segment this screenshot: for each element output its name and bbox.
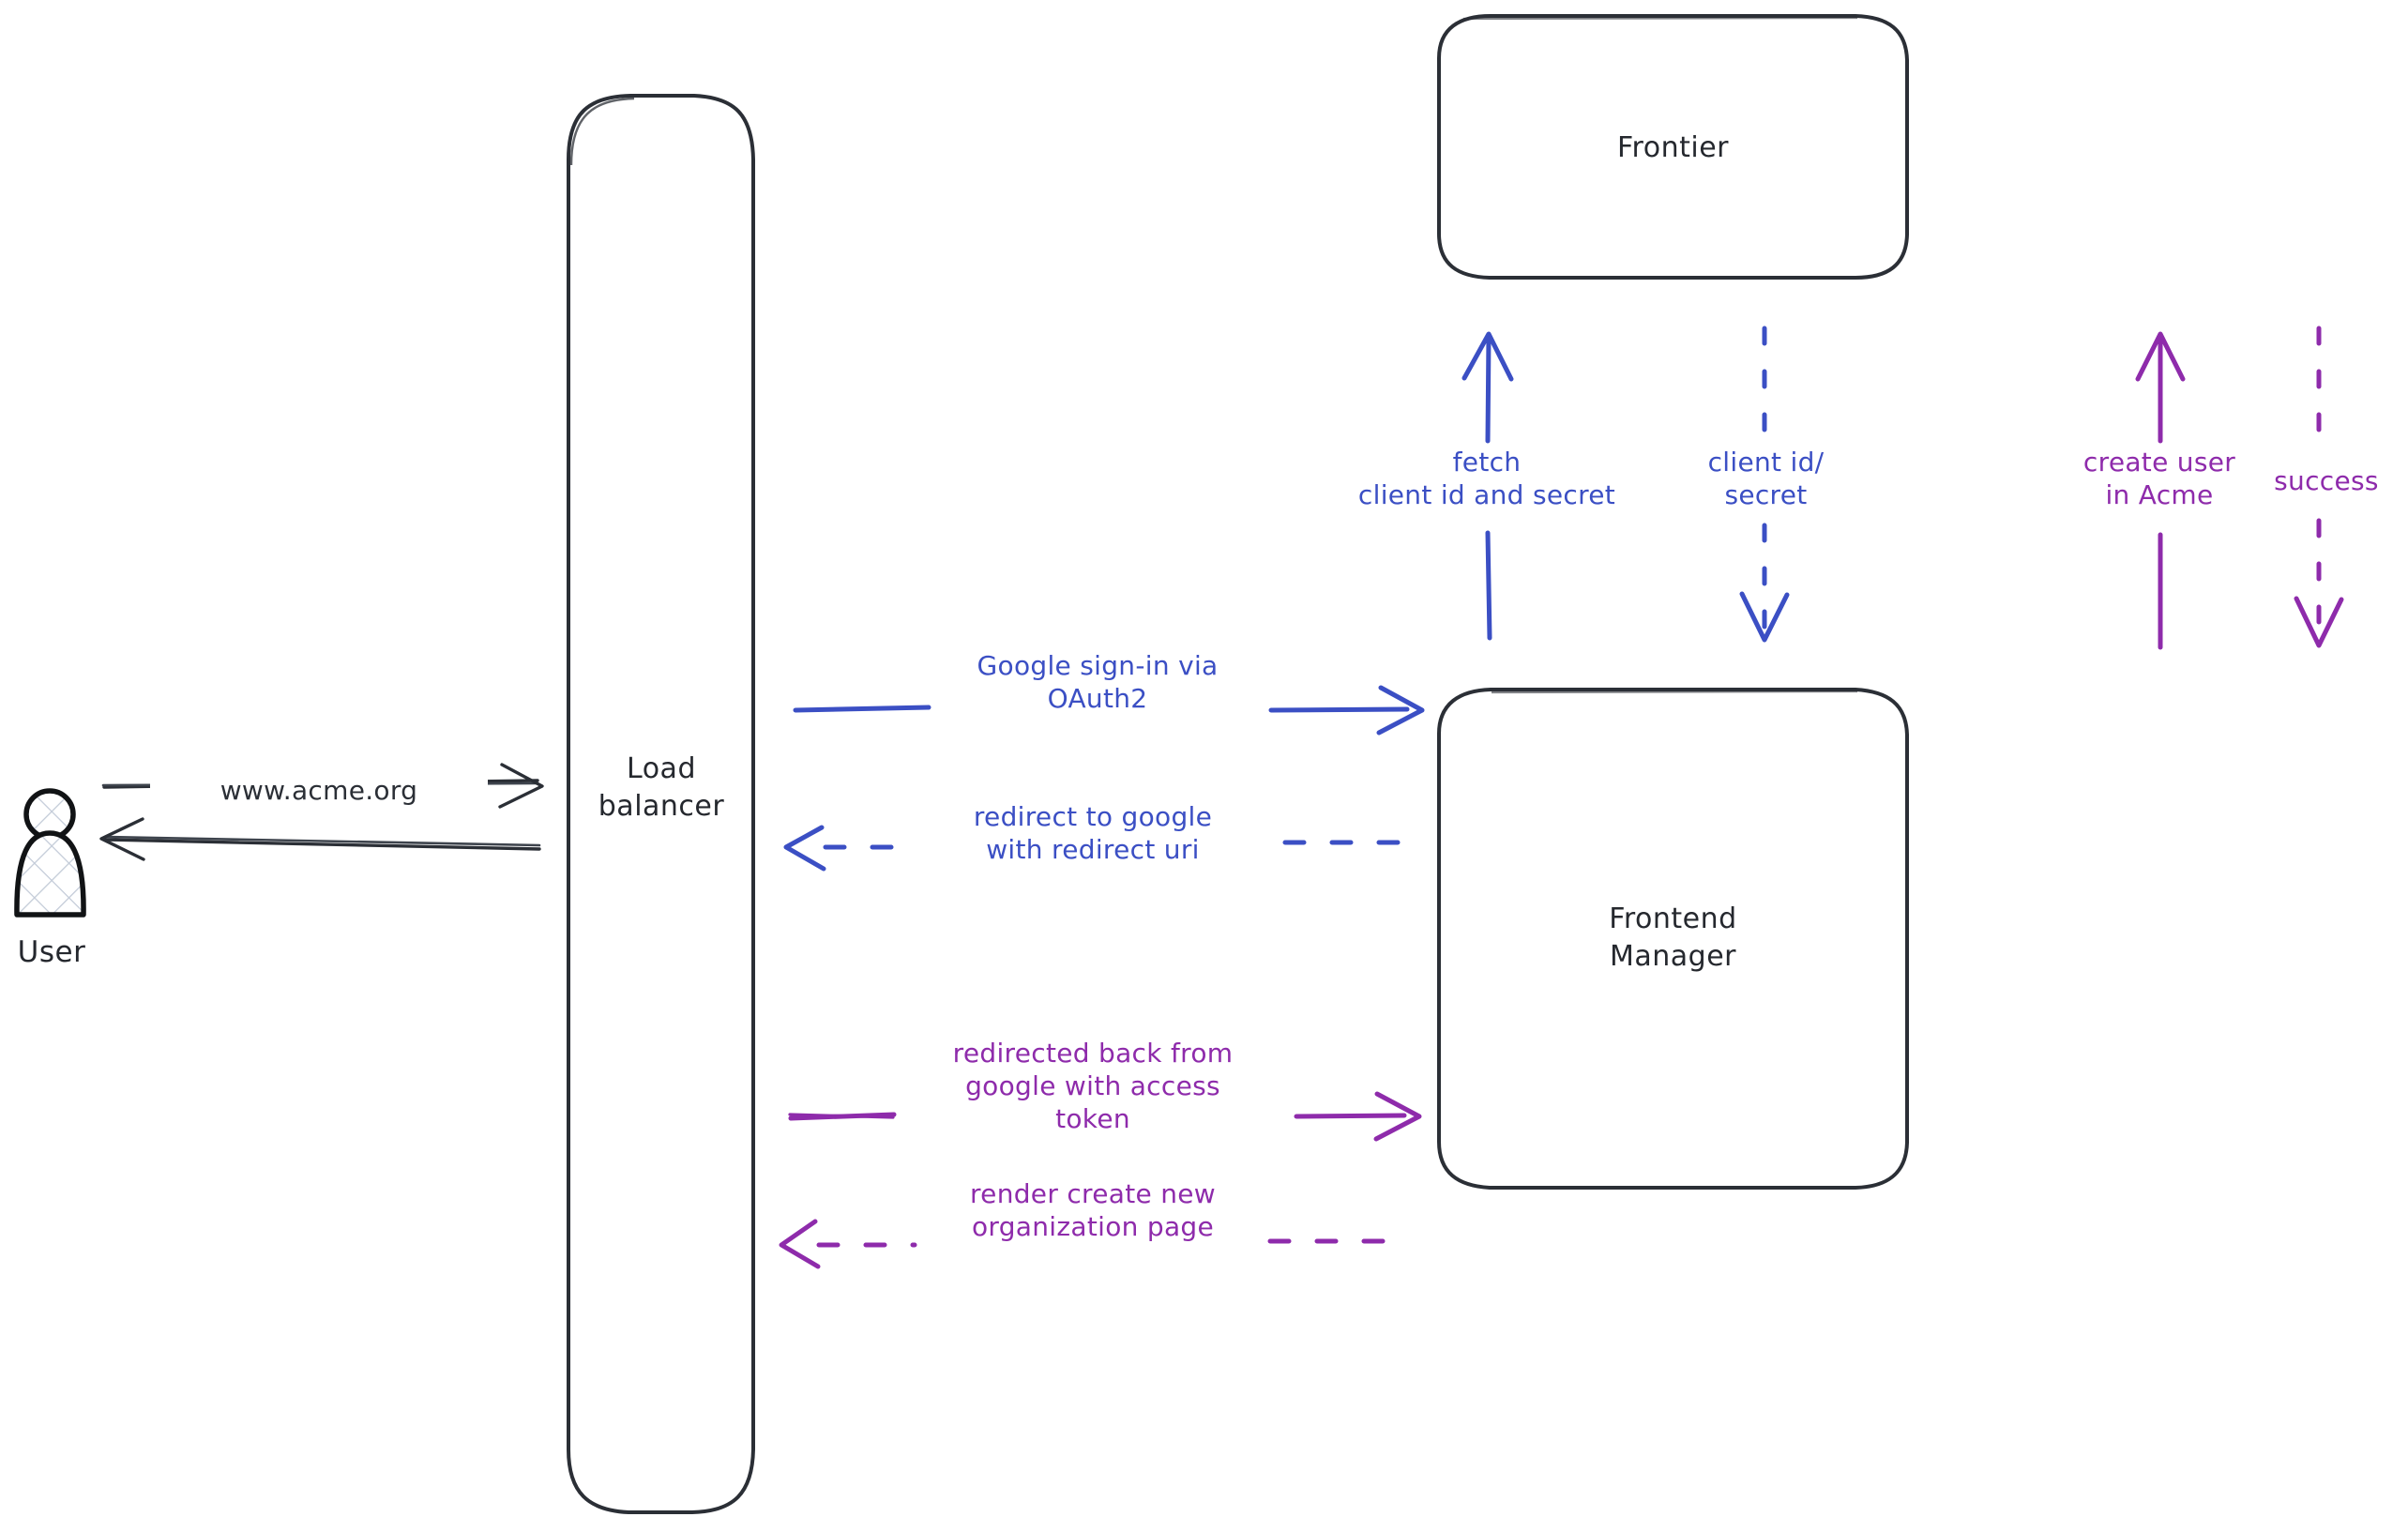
edge-label-fm-to-lb-render: render create new organization page	[969, 1178, 1217, 1242]
node-frontier-shape	[1437, 14, 1909, 280]
edge-label-frontier-to-fm-success: success	[2274, 465, 2379, 496]
edge-label-fm-to-frontier-fetch: fetch client id and secret	[1357, 447, 1616, 510]
edge-lb-to-user	[99, 817, 541, 861]
node-frontend-manager-shape	[1437, 688, 1909, 1190]
edge-label-lb-to-fm-signin: Google sign-in via OAuth2	[977, 650, 1219, 714]
edge-fm-to-frontier-create	[2135, 331, 2186, 650]
person-icon	[14, 788, 86, 918]
edge-fm-to-lb-redirect	[783, 825, 1417, 872]
edge-fm-to-lb-render	[779, 1219, 1408, 1269]
node-load-balancer-shape	[567, 94, 755, 1514]
edge-label-lb-to-fm-token: redirected back from google with access …	[952, 1038, 1234, 1134]
edge-label-fm-to-lb-redirect: redirect to google with redirect uri	[973, 801, 1213, 865]
edge-label-fm-to-frontier-create: create user in Acme	[2082, 447, 2236, 510]
edge-label-frontier-to-fm-creds: client id/ secret	[1707, 447, 1825, 510]
edge-fm-to-frontier-fetch	[1461, 331, 1514, 641]
edge-label-user-to-lb: www.acme.org	[150, 774, 488, 807]
edge-lb-to-fm-signin	[793, 685, 1425, 736]
edge-lb-to-fm-token	[788, 1091, 1422, 1142]
edge-frontier-to-fm-success	[2294, 326, 2344, 648]
edge-frontier-to-fm-creds	[1739, 326, 1790, 643]
